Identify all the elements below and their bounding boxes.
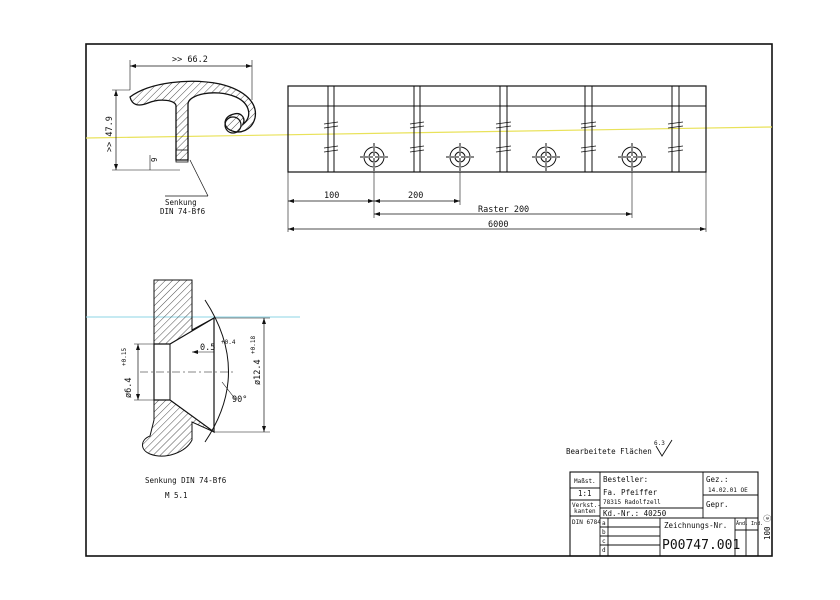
checked-label: Gepr.: [706, 500, 729, 509]
profile-width-label: >> 66.2: [172, 55, 208, 65]
hole-2: [446, 143, 474, 171]
large-diameter-label: ø12.4: [253, 359, 263, 385]
scale-value: 1:1: [578, 489, 592, 498]
row-c: c: [602, 538, 606, 545]
angle-label: 90°: [232, 395, 247, 405]
drawing-frame: [85, 43, 773, 557]
roughness-value: 6.3: [654, 440, 665, 447]
countersink-standard: DIN 74-Bf6: [160, 207, 206, 216]
dim-raster: Raster 200: [478, 205, 529, 215]
profile-section: >> 66.2 >> 47.9 9 Senkung DIN 74-Bf6: [105, 55, 257, 216]
small-diameter-label: ø6.4: [124, 378, 134, 398]
dim-100: 100: [324, 191, 339, 201]
side-code: 100 ⓔ: [763, 514, 772, 540]
depth-tolerance: +0.4: [221, 339, 236, 346]
row-a: a: [602, 520, 606, 527]
profile-height-label: >> 47.9: [105, 116, 115, 152]
pack-label-2: kanten: [574, 508, 596, 515]
customer-name: Fa. Pfeiffer: [603, 488, 658, 497]
pack-label-3: DIN 6784: [572, 519, 601, 526]
detail-caption: Senkung DIN 74-Bf6: [145, 476, 227, 485]
large-diameter-tolerance: +0.18: [250, 336, 257, 354]
drawn-value: 14.02.01 OE: [708, 487, 748, 494]
detail-caption-2: M 5.1: [165, 491, 188, 500]
roughness-symbol: [655, 439, 673, 457]
pack-label-1: Verkst.-: [572, 502, 601, 509]
countersink-label: Senkung: [165, 198, 197, 207]
drawn-label: Gez.:: [706, 475, 729, 484]
drawing-number-label: Zeichnungs-Nr.: [664, 521, 727, 530]
surface-label: Bearbeitete Flächen: [566, 447, 652, 456]
dim-200: 200: [408, 191, 423, 201]
scale-header: Maßst.: [574, 478, 596, 485]
scan-line-yellow: [85, 126, 773, 139]
countersink-detail: [134, 279, 270, 457]
customer-header: Besteller:: [603, 475, 648, 484]
row-d: d: [602, 547, 606, 554]
row-b: b: [602, 529, 606, 536]
revision-header: Änd. Ind.: [736, 520, 763, 527]
drawing-number: P00747.001: [662, 538, 740, 553]
profile-shape: [129, 80, 257, 161]
strip-view: [287, 85, 707, 232]
hole-1: [360, 143, 388, 171]
small-diameter-tolerance: +0.15: [121, 348, 128, 366]
customer-number: Kd.-Nr.: 40250: [603, 509, 667, 518]
hole-4: [618, 143, 646, 171]
depth-label: 0.5: [200, 343, 215, 353]
dim-total: 6000: [488, 220, 508, 230]
title-block: [569, 471, 759, 557]
customer-city: 78315 Radolfzell: [603, 499, 661, 506]
hole-3: [532, 143, 560, 171]
profile-offset-label: 9: [150, 157, 159, 162]
